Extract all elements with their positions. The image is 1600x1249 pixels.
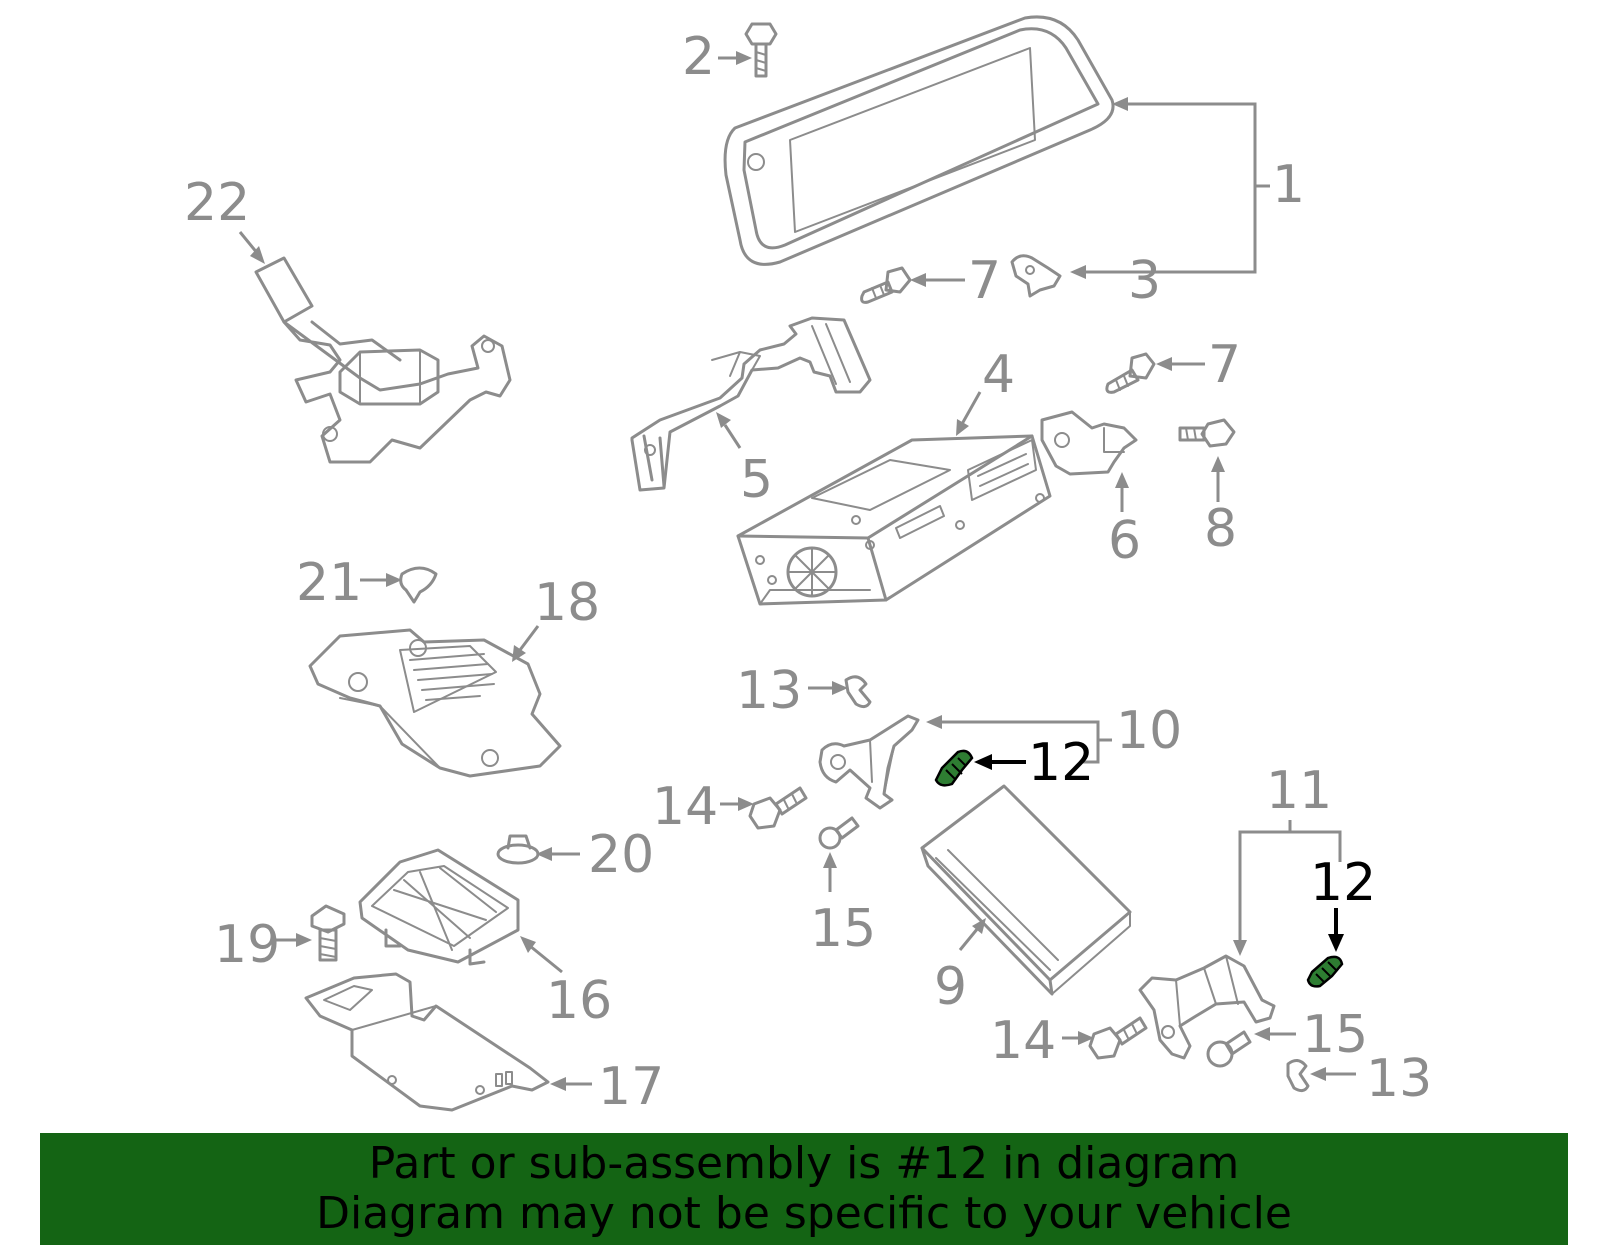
leader-10 [926, 715, 1112, 764]
callout-14a: 14 [652, 777, 718, 837]
part-14-bolt-left [748, 786, 808, 830]
part-20-nut [496, 834, 540, 865]
part-7-bolt-upper [860, 266, 912, 304]
part-15-screw-right [1206, 1030, 1252, 1068]
part-18-module [308, 628, 562, 778]
callout-20: 20 [588, 825, 654, 885]
part-17-plate [304, 972, 550, 1112]
callout-5: 5 [740, 450, 773, 510]
callout-15a: 15 [810, 899, 876, 959]
part-2-screw [744, 22, 778, 78]
part-9-display-unit [920, 784, 1132, 996]
callout-19: 19 [214, 915, 280, 975]
part-12-highlight-lower [1306, 955, 1344, 988]
callout-11: 11 [1266, 761, 1332, 821]
callout-18: 18 [534, 573, 600, 633]
leader-16 [529, 944, 563, 974]
callout-12a: 12 [1028, 733, 1094, 793]
callout-1: 1 [1272, 155, 1305, 215]
callout-14b: 14 [990, 1011, 1056, 1071]
callout-10: 10 [1116, 701, 1182, 761]
callout-6: 6 [1108, 511, 1141, 571]
part-10-bracket [818, 714, 920, 810]
callout-13b: 13 [1366, 1049, 1432, 1109]
callout-3: 3 [1128, 251, 1161, 311]
callout-2: 2 [682, 27, 715, 87]
parts-diagram: 1 2 7 3 22 5 [184, 15, 1432, 1117]
callout-13a: 13 [736, 661, 802, 721]
part-3-clip [1010, 254, 1062, 298]
callout-4: 4 [982, 345, 1015, 405]
part-6-bracket [1040, 410, 1138, 476]
part-7-bolt-right [1105, 352, 1156, 394]
callout-15b: 15 [1302, 1005, 1368, 1065]
part-16-module [358, 848, 520, 966]
part-14-bolt-right [1088, 1016, 1148, 1060]
leader-1 [1070, 97, 1270, 279]
part-13-pin-upper [844, 675, 872, 709]
part-11-bracket [1138, 954, 1276, 1060]
part-8-bolt [1178, 418, 1236, 448]
callout-16: 16 [546, 971, 612, 1031]
part-1-display [723, 15, 1115, 266]
leader-9 [958, 927, 980, 951]
part-15-screw-left [818, 816, 860, 850]
banner-line-1: Part or sub-assembly is #12 in diagram [368, 1138, 1240, 1189]
part-5-bracket [630, 316, 872, 492]
banner-line-2: Diagram may not be specific to your vehi… [316, 1188, 1292, 1239]
callout-7b: 7 [1208, 335, 1241, 395]
callout-9: 9 [934, 957, 967, 1017]
part-12-highlight-upper [934, 749, 974, 787]
callout-7a: 7 [968, 251, 1001, 311]
callout-21: 21 [296, 553, 362, 613]
part-13-pin-lower [1286, 1059, 1310, 1093]
leader-18 [518, 625, 540, 651]
part-19-bolt [310, 904, 346, 962]
leader-22 [238, 231, 260, 255]
info-banner: Part or sub-assembly is #12 in diagram D… [40, 1133, 1568, 1245]
leader-5 [723, 424, 742, 449]
callout-22: 22 [184, 173, 250, 233]
leader-4 [960, 391, 982, 425]
part-4-head-unit [736, 434, 1052, 606]
leader-11 [1233, 820, 1342, 956]
callout-8: 8 [1204, 499, 1237, 559]
callout-12b: 12 [1310, 853, 1376, 913]
part-21-clip [399, 566, 438, 604]
part-22-bracket [254, 256, 512, 464]
callout-17: 17 [598, 1057, 664, 1117]
